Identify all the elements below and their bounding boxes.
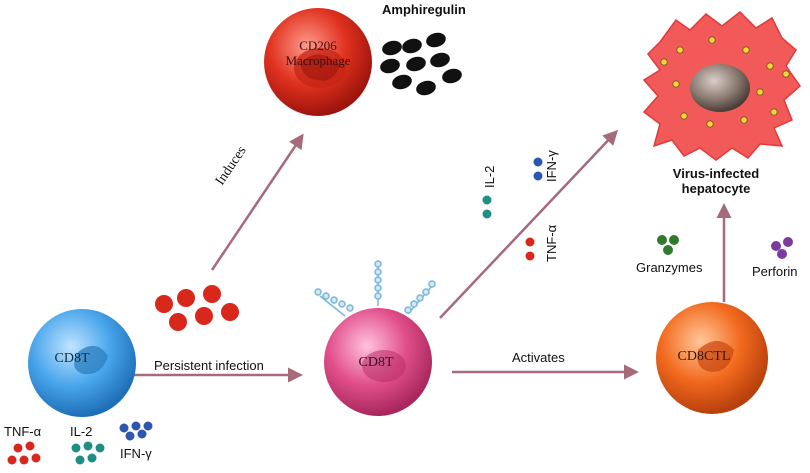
arrows — [130, 129, 732, 383]
il2-top-dots — [482, 195, 492, 219]
induces-label: Induces — [213, 144, 250, 188]
tnfa-mid-label: TNF-α — [544, 224, 559, 262]
naive-cd8t-label: CD8T — [55, 351, 90, 366]
naive-cd8t-cell — [28, 309, 136, 417]
il2-bottom-dots — [71, 441, 105, 465]
activates-label: Activates — [512, 350, 565, 365]
persistent-infection-label: Persistent infection — [154, 358, 264, 373]
il2-bottom-label: IL-2 — [70, 424, 92, 439]
perforin-label: Perforin — [752, 264, 798, 279]
cd8ctl-label: CD8CTL — [678, 349, 731, 364]
ifng-top-label: IFN-γ — [544, 150, 559, 182]
central-cd8t-label: CD8T — [359, 355, 394, 370]
macrophage-cell — [264, 8, 372, 116]
cd8ctl-cell — [656, 302, 768, 414]
granzymes-dots — [657, 235, 679, 255]
ifng-bottom-label: IFN-γ — [120, 446, 152, 461]
hepatocyte-cell — [642, 11, 802, 161]
amphiregulin-particles — [380, 32, 462, 96]
cd8t-receptors — [314, 260, 436, 317]
perforin-dots — [771, 237, 793, 259]
il2-top-label: IL-2 — [482, 166, 497, 188]
amphiregulin-label: Amphiregulin — [382, 2, 466, 17]
tnfa-mid-dots — [525, 237, 535, 261]
ifng-top-dots — [533, 157, 543, 181]
induces-arrow — [210, 133, 304, 271]
ctl-to-hepatocyte-arrow — [439, 129, 619, 319]
ifng-bottom-dots — [119, 421, 153, 441]
central-cd8t-cell — [324, 308, 432, 416]
tnfa-bottom-dots — [7, 441, 41, 465]
tnfa-bottom-label: TNF-α — [4, 424, 42, 439]
granzymes-label: Granzymes — [636, 260, 703, 275]
tnf-sphere-cluster — [155, 285, 239, 331]
